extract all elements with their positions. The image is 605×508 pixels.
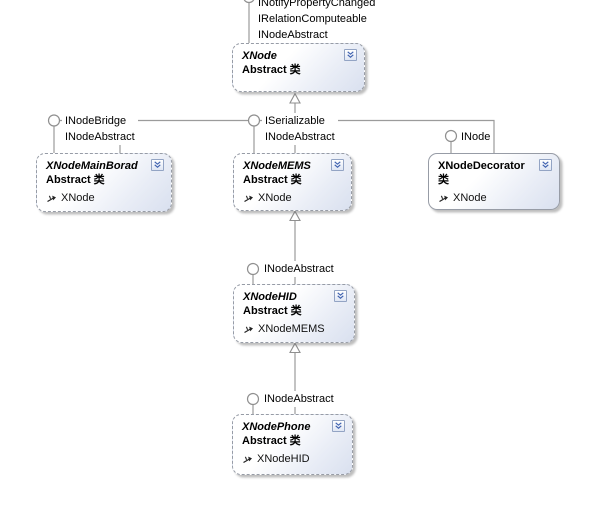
interface-label: INodeAbstract bbox=[264, 393, 334, 405]
association-arrow-icon bbox=[244, 326, 253, 334]
interface-label: INodeAbstract bbox=[258, 28, 328, 41]
interface-label: INodeAbstract bbox=[265, 130, 335, 143]
chevron-double-down-icon bbox=[154, 161, 161, 168]
collapse-chevron-button[interactable] bbox=[331, 159, 344, 171]
class-title: XNodePhone bbox=[242, 421, 311, 433]
interface-label: INotifyPropertyChanged bbox=[258, 0, 376, 9]
lollipop-label-group-xnodephone: INodeAbstract bbox=[261, 391, 337, 407]
interface-label: INodeAbstract bbox=[65, 130, 135, 143]
collapse-chevron-button[interactable] bbox=[332, 420, 345, 432]
lollipop-label-group-xnodehid: INodeAbstract bbox=[261, 261, 337, 277]
interface-label: INode bbox=[461, 130, 491, 143]
interface-label: ISerializable bbox=[265, 114, 325, 127]
member-name: XNode bbox=[258, 192, 292, 204]
collapse-chevron-button[interactable] bbox=[334, 290, 347, 302]
class-member-row: XNodeHID bbox=[242, 453, 343, 466]
class-title: XNode bbox=[242, 50, 277, 62]
class-member-row: XNodeMEMS bbox=[243, 323, 345, 336]
association-arrow-icon bbox=[47, 195, 56, 203]
association-arrow-icon bbox=[244, 195, 253, 203]
interface-lollipop-circle bbox=[444, 129, 458, 143]
member-name: XNodeMEMS bbox=[258, 323, 325, 335]
chevron-double-down-icon bbox=[347, 51, 354, 58]
class-box-xnodedecorator[interactable]: XNodeDecorator 类 XNode bbox=[428, 153, 560, 210]
lollipop-label-group-xnodedecorator: INode bbox=[458, 128, 494, 145]
class-stereotype: 类 bbox=[438, 174, 449, 186]
member-name: XNodeHID bbox=[257, 453, 310, 465]
collapse-chevron-button[interactable] bbox=[151, 159, 164, 171]
class-box-xnodemems[interactable]: XNodeMEMS Abstract 类 XNode bbox=[233, 153, 352, 211]
association-arrow-icon bbox=[243, 456, 252, 464]
interface-lollipop-circle bbox=[243, 0, 255, 4]
lollipop-label-group-xnode: INotifyPropertyChanged IRelationComputea… bbox=[255, 0, 379, 43]
class-box-xnodehid[interactable]: XNodeHID Abstract 类 XNodeMEMS bbox=[233, 284, 355, 343]
class-title: XNodeMainBorad bbox=[46, 160, 138, 172]
lollipop-label-group-xnodemems: ISerializable INodeAbstract bbox=[262, 112, 338, 145]
collapse-chevron-button[interactable] bbox=[344, 49, 357, 61]
class-box-xnodemainborad[interactable]: XNodeMainBorad Abstract 类 XNode bbox=[36, 153, 172, 212]
class-member-row: XNode bbox=[243, 192, 342, 205]
interface-lollipop-circle bbox=[246, 262, 260, 276]
class-stereotype: Abstract 类 bbox=[46, 174, 105, 186]
class-stereotype: Abstract 类 bbox=[243, 174, 302, 186]
class-stereotype: Abstract 类 bbox=[243, 305, 302, 317]
class-title: XNodeMEMS bbox=[243, 160, 311, 172]
member-name: XNode bbox=[61, 192, 95, 204]
chevron-double-down-icon bbox=[542, 161, 549, 168]
class-title: XNodeDecorator bbox=[438, 160, 525, 172]
member-name: XNode bbox=[453, 192, 487, 204]
association-arrow-icon bbox=[439, 195, 448, 203]
interface-label: INodeAbstract bbox=[264, 263, 334, 275]
inheritance-triangle-icon bbox=[289, 92, 301, 104]
lollipop-rail-connector bbox=[60, 119, 495, 153]
interface-lollipop-circle bbox=[246, 392, 260, 406]
chevron-double-down-icon bbox=[335, 422, 342, 429]
interface-lollipop-circle bbox=[47, 114, 61, 127]
chevron-double-down-icon bbox=[337, 292, 344, 299]
chevron-double-down-icon bbox=[334, 161, 341, 168]
inheritance-triangle-icon bbox=[289, 342, 301, 354]
interface-lollipop-circle bbox=[247, 114, 261, 127]
class-title: XNodeHID bbox=[243, 291, 297, 303]
class-stereotype: Abstract 类 bbox=[242, 64, 301, 76]
class-member-row: XNode bbox=[46, 192, 162, 205]
collapse-chevron-button[interactable] bbox=[539, 159, 552, 171]
class-member-row: XNode bbox=[438, 192, 550, 205]
class-box-xnodephone[interactable]: XNodePhone Abstract 类 XNodeHID bbox=[232, 414, 353, 475]
class-stereotype: Abstract 类 bbox=[242, 435, 301, 447]
inheritance-triangle-icon bbox=[289, 210, 301, 222]
lollipop-label-group-xnodemainborad: INodeBridge INodeAbstract bbox=[62, 112, 138, 145]
interface-label: INodeBridge bbox=[65, 114, 127, 127]
interface-label: IRelationComputeable bbox=[258, 12, 367, 25]
class-box-xnode[interactable]: XNode Abstract 类 bbox=[232, 43, 365, 92]
